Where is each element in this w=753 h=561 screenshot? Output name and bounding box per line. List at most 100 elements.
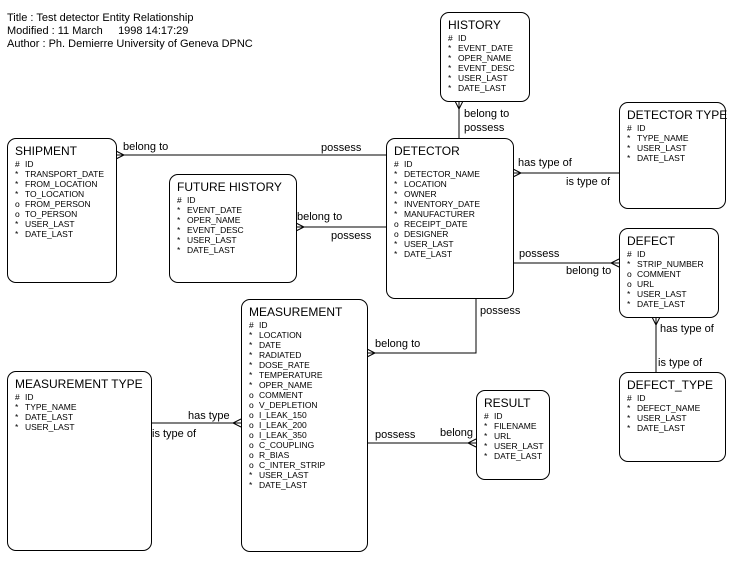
attribute-name: ID [637, 393, 646, 403]
label-history-possess: possess [464, 122, 505, 134]
entity-attribute: # ID [627, 249, 718, 259]
attribute-name: ID [637, 249, 646, 259]
entity-attribute: *OPER_NAME [177, 215, 296, 225]
entity-attribute: *EVENT_DATE [177, 205, 296, 215]
attribute-name: TRANSPORT_DATE [25, 169, 105, 179]
attribute-name: ID [187, 195, 196, 205]
attribute-name: USER_LAST [259, 470, 309, 480]
attribute-marker: * [394, 249, 398, 259]
attribute-marker: * [177, 245, 181, 255]
attribute-marker: * [627, 413, 631, 423]
entity-shipment[interactable]: SHIPMENT#ID*TRANSPORT_DATE*FROM_LOCATION… [7, 138, 117, 283]
entity-attribute: *DATE_LAST [249, 480, 367, 490]
attribute-marker: * [177, 235, 181, 245]
attribute-name: DESIGNER [404, 229, 449, 239]
attribute-name: ID [458, 33, 467, 43]
attribute-marker: * [15, 229, 19, 239]
attribute-marker: * [627, 143, 631, 153]
attribute-marker: # [484, 411, 489, 421]
entity-future-history[interactable]: FUTURE HISTORY#ID*EVENT_DATE*OPER_NAME*E… [169, 174, 297, 283]
attribute-marker: * [249, 470, 253, 480]
attribute-marker: o [627, 269, 632, 279]
entity-attribute: *MANUFACTURER [394, 209, 513, 219]
attribute-name: EVENT_DATE [187, 205, 243, 215]
entity-attribute: * USER_LAST [249, 470, 367, 480]
attribute-marker: * [627, 259, 631, 269]
entity-attribute: o DESIGNER [394, 229, 513, 239]
attribute-name: URL [637, 279, 655, 289]
entity-attribute: *DATE_LAST [627, 299, 718, 309]
crowfoot-measurement [366, 348, 377, 358]
entity-attribute: * DATE_LAST [394, 249, 513, 259]
attribute-marker: * [394, 169, 398, 179]
crowfoot-result [466, 438, 477, 448]
attribute-marker: * [15, 189, 19, 199]
label-shipment-possess: possess [321, 142, 362, 154]
entity-attribute: *USER_LAST [394, 239, 513, 249]
attribute-name: TO_PERSON [25, 209, 78, 219]
entity-attribute: * DETECTOR_NAME [394, 169, 513, 179]
label-shipment-belong-to: belong to [123, 141, 169, 153]
attribute-marker: * [448, 83, 452, 93]
attribute-name: ID [25, 392, 34, 402]
attribute-name: USER_LAST [494, 441, 544, 451]
attribute-marker: * [394, 239, 398, 249]
entity-history[interactable]: HISTORY#ID*EVENT_DATE*OPER_NAME*EVENT_DE… [440, 12, 530, 102]
entity-attribute: *USER_LAST [15, 219, 116, 229]
entity-attribute: *URL [484, 431, 549, 441]
attribute-name: DATE_LAST [458, 83, 507, 93]
attribute-name: DETECTOR_NAME [404, 169, 480, 179]
label-history-belong-to: belong to [464, 108, 510, 120]
entity-attribute: *DATE_LAST [177, 245, 296, 255]
attribute-name: RECEIPT_DATE [404, 219, 468, 229]
attribute-name: DATE_LAST [404, 249, 453, 259]
entity-defect-type[interactable]: DEFECT_TYPE#ID*DEFECT_NAME*USER_LAST*DAT… [619, 372, 726, 462]
entity-attribute: *DATE_LAST [627, 153, 725, 163]
entity-name: DETECTOR [394, 144, 460, 158]
entity-name: DEFECT [627, 234, 675, 248]
attribute-name: DATE_LAST [637, 423, 686, 433]
entity-attribute: #ID [394, 159, 513, 169]
attribute-marker: # [627, 249, 632, 259]
attribute-name: ID [25, 159, 34, 169]
entity-attribute: *STRIP_NUMBER [627, 259, 718, 269]
entity-attribute: #ID [249, 320, 367, 330]
attribute-marker: o [394, 229, 399, 239]
attribute-name: C_INTER_STRIP [259, 460, 326, 470]
label-defect-possess: possess [519, 248, 560, 260]
attribute-name: FILENAME [494, 421, 537, 431]
rel-line-measurement-detector[interactable] [367, 298, 477, 354]
attribute-name: FROM_LOCATION [25, 179, 98, 189]
attribute-name: COMMENT [259, 390, 303, 400]
attribute-name: DATE_LAST [494, 451, 543, 461]
attribute-marker: * [249, 340, 253, 350]
attribute-marker: * [448, 43, 452, 53]
entity-attribute: #ID [15, 392, 151, 402]
attribute-marker: # [394, 159, 399, 169]
entity-attribute: #ID [177, 195, 296, 205]
entity-detector[interactable]: DETECTOR#ID*DETECTOR_NAME*LOCATION*OWNER… [386, 138, 514, 299]
attribute-name: COMMENT [637, 269, 681, 279]
attribute-marker: * [15, 169, 19, 179]
entity-detector-type[interactable]: DETECTOR TYPE#ID*TYPE_NAME*USER_LAST*DAT… [619, 102, 727, 209]
attribute-marker: * [249, 360, 253, 370]
entity-result[interactable]: RESULT#ID*FILENAME*URL*USER_LAST*DATE_LA… [476, 390, 550, 480]
attribute-marker: o [394, 219, 399, 229]
attribute-marker: o [249, 400, 254, 410]
entity-attribute: *USER_LAST [627, 413, 725, 423]
attribute-name: TYPE_NAME [25, 402, 77, 412]
entity-measurement-type[interactable]: MEASUREMENT TYPE#ID*TYPE_NAME*DATE_LAST*… [7, 371, 152, 551]
attribute-marker: * [15, 402, 19, 412]
label-defect-belong-to: belong to [566, 265, 612, 277]
entity-attribute: *OPER_NAME [448, 53, 529, 63]
entity-attribute: *TEMPERATURE [249, 370, 367, 380]
attribute-marker: * [249, 350, 253, 360]
entity-attribute: * TRANSPORT_DATE [15, 169, 116, 179]
entity-measurement[interactable]: MEASUREMENT#ID*LOCATION*DATE*RADIATED*DO… [241, 299, 368, 552]
attribute-name: FROM_PERSON [25, 199, 91, 209]
